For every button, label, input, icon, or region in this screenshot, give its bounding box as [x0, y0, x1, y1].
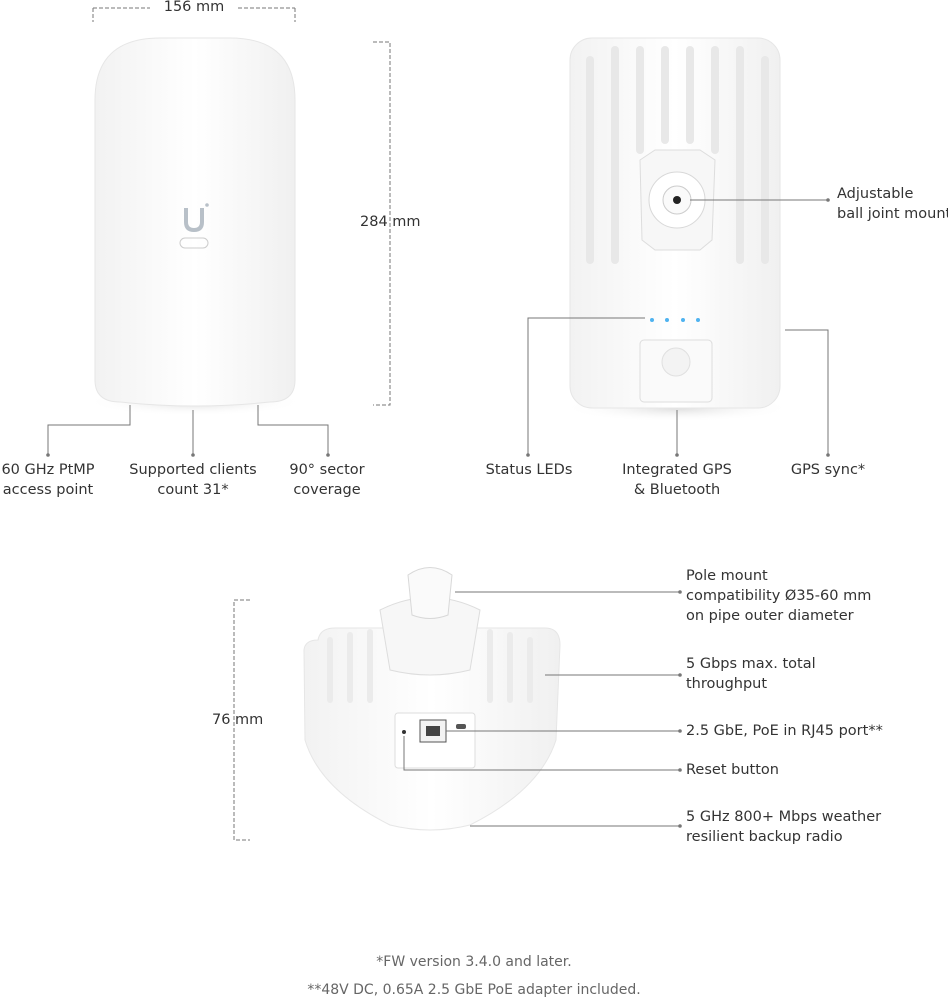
depth-dimension: 76 mm — [212, 712, 264, 728]
callout-lines — [47, 199, 829, 827]
callout-status-leds: Status LEDs — [485, 462, 573, 478]
back-device — [562, 37, 792, 422]
front-device — [85, 37, 305, 416]
callout-gps-sync: GPS sync* — [790, 462, 866, 478]
callout-rj45: 2.5 GbE, PoE in RJ45 port** — [686, 723, 883, 739]
footnote-2: **48V DC, 0.65A 2.5 GbE PoE adapter incl… — [307, 982, 641, 998]
callout-reset: Reset button — [686, 762, 779, 778]
footnote-1: *FW version 3.4.0 and later. — [376, 954, 572, 970]
dimension-lines — [92, 7, 391, 841]
height-dimension: 284 mm — [360, 214, 421, 230]
bottom-device — [303, 567, 561, 831]
width-dimension: 156 mm — [163, 0, 225, 15]
callout-gps: Integrated GPS& Bluetooth — [622, 462, 732, 498]
